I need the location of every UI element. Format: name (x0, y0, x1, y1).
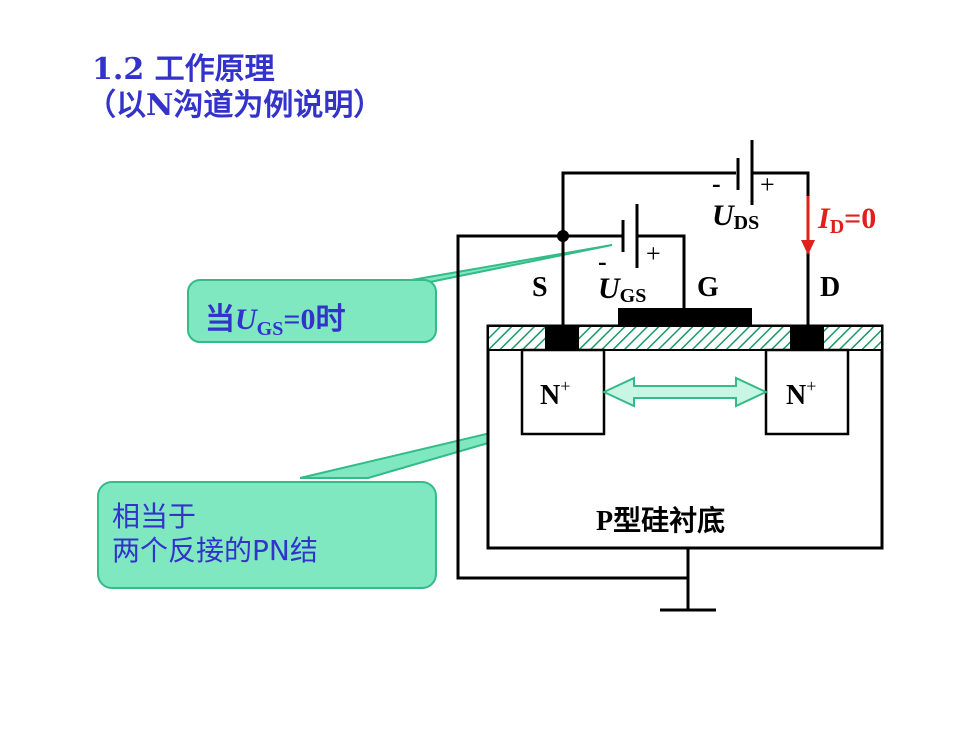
source-label: S (532, 272, 548, 303)
uds-minus: - (712, 169, 721, 198)
callout-pn-junction: 相当于 两个反接的PN结 (112, 500, 318, 568)
ugs-plus: + (646, 239, 661, 268)
section-subtitle: （以N沟道为例说明） (86, 88, 384, 123)
source-contact (545, 326, 579, 352)
callout-box-ugs (187, 279, 437, 343)
callout-ugs-zero: 当UGS=0时 (205, 303, 345, 346)
junction-dot (557, 230, 569, 242)
n-plus-right-label: N+ (786, 376, 816, 411)
callout-sub: GS (256, 318, 284, 340)
ugs-label: UGS (598, 272, 646, 307)
drain-contact (790, 326, 824, 352)
section-title: 1.2 工作原理 (92, 52, 275, 87)
callout-pointer-ugs (399, 244, 613, 283)
gate-label: G (697, 272, 719, 303)
callout-box-pn (97, 481, 437, 589)
circuit-wires (456, 171, 810, 612)
ugs-minus: - (598, 247, 607, 276)
gate-metal (618, 308, 752, 326)
substrate-label: P型硅衬底 (596, 505, 725, 537)
uds-label: UDS (712, 199, 759, 234)
callout-line2: 两个反接的PN结 (112, 534, 318, 567)
id-label: ID=0 (817, 202, 876, 238)
callout-line1: 相当于 (112, 500, 197, 533)
callout-var: U (235, 303, 257, 336)
uds-plus: + (760, 170, 775, 199)
drain-label: D (820, 272, 840, 303)
n-plus-left-label: N+ (540, 376, 570, 411)
current-arrowhead (801, 240, 815, 255)
callout-prefix: 当 (205, 303, 235, 336)
callout-suffix: =0时 (283, 303, 346, 336)
double-arrow (601, 376, 769, 408)
